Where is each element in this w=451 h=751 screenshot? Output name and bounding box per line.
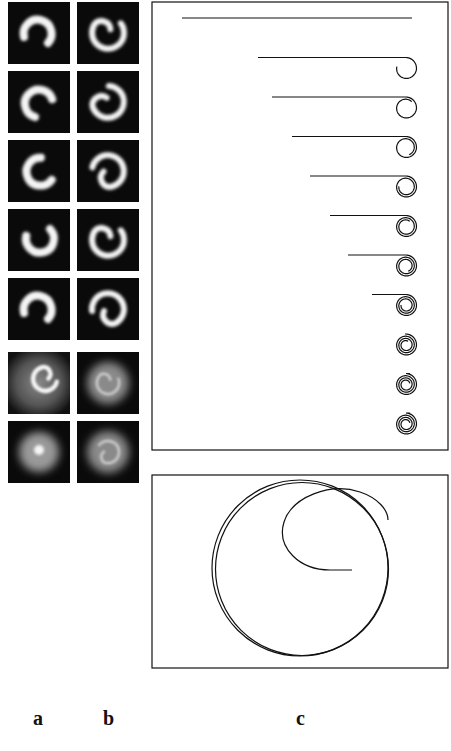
panel-label: c xyxy=(296,708,305,728)
spiral-curve xyxy=(258,58,417,79)
wave-core xyxy=(34,445,44,455)
wave-front xyxy=(94,369,122,397)
wave-pattern xyxy=(91,84,127,121)
wave-front xyxy=(87,12,130,55)
spiral-curves xyxy=(182,18,417,434)
panel-frame xyxy=(152,2,448,450)
wave-halo xyxy=(8,352,70,414)
wave-front xyxy=(24,20,52,43)
wave-front xyxy=(30,364,60,394)
wave-pattern xyxy=(87,362,129,404)
wave-front xyxy=(23,224,59,258)
panel-label: b xyxy=(103,708,114,728)
wave-pattern xyxy=(23,224,59,258)
wave-disk xyxy=(87,431,129,473)
wave-tile xyxy=(8,71,70,133)
wave-tile xyxy=(77,421,139,483)
wave-front xyxy=(88,151,129,191)
wave-tile xyxy=(77,278,139,340)
spiral-curve xyxy=(292,137,417,158)
wave-pattern xyxy=(24,20,52,43)
wave-pattern xyxy=(87,431,129,473)
spiral-curve xyxy=(272,97,417,118)
wave-front xyxy=(91,84,127,121)
wave-tile xyxy=(8,140,70,202)
wave-front xyxy=(92,293,124,324)
wave-tile xyxy=(8,2,70,64)
spiral-curve xyxy=(310,176,417,197)
wave-tile xyxy=(77,140,139,202)
wave-tile xyxy=(8,352,70,414)
spiral-curve xyxy=(348,255,417,276)
wave-pattern xyxy=(21,155,57,191)
wave-pattern xyxy=(88,151,129,191)
wave-front xyxy=(21,155,57,191)
panel-frame xyxy=(152,475,448,668)
wave-tile xyxy=(8,278,70,340)
wave-front xyxy=(24,296,52,319)
wave-tile xyxy=(77,2,139,64)
panel-label: a xyxy=(33,708,43,728)
wave-pattern xyxy=(92,293,124,324)
wave-pattern xyxy=(20,84,54,120)
wave-disk xyxy=(87,362,129,404)
wave-tile xyxy=(8,209,70,271)
wave-pattern xyxy=(8,352,70,414)
spiral-curve xyxy=(397,334,417,355)
spiral-curve xyxy=(397,413,417,434)
spiral-curve xyxy=(372,295,417,316)
wave-pattern xyxy=(24,296,52,319)
wave-tile xyxy=(77,71,139,133)
wave-tile xyxy=(8,421,70,483)
spiral-curve xyxy=(182,17,412,18)
spiral-curve xyxy=(397,374,417,395)
wave-tile xyxy=(77,352,139,414)
wave-front xyxy=(93,436,124,467)
wave-pattern xyxy=(19,432,59,472)
wave-tile xyxy=(77,209,139,271)
wave-front xyxy=(20,84,54,120)
spiral-orbit xyxy=(212,480,389,656)
wave-front xyxy=(87,219,130,262)
wave-disk xyxy=(19,432,59,472)
spiral-curve xyxy=(330,216,417,237)
wave-pattern xyxy=(87,219,130,262)
wave-pattern xyxy=(87,12,130,55)
wave-images xyxy=(8,2,139,483)
